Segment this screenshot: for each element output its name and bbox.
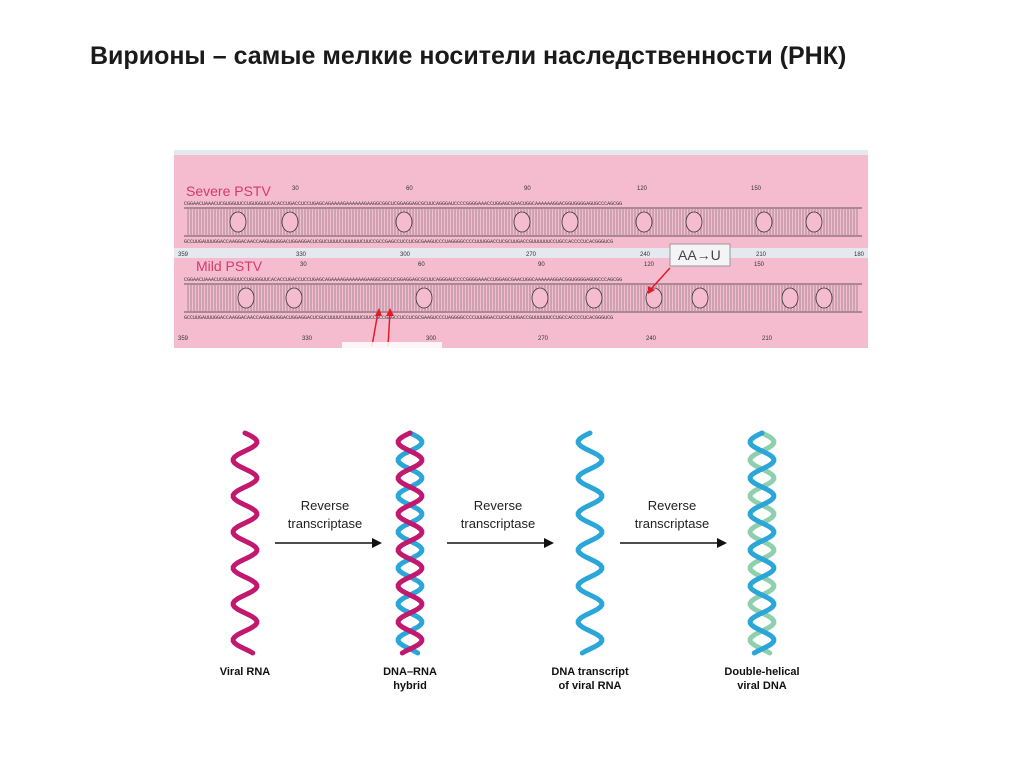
arrow-1-head [372,538,382,548]
severe-num-top: 150 [751,186,762,192]
mild-bottom-sequence: GCCUUGAUUUGGACCAAGGACAACCAAGUGUGGACUGGAG… [184,315,613,321]
mild-num-bottom: 359 [178,336,189,342]
arrow-3-label-line1: Reverse [648,498,696,513]
mild-num-top: 60 [418,262,425,268]
mild-pstv-position-numbers: 30 60 90 120 150 359 330 300 270 240 210 [178,262,773,342]
mild-num-bottom: 300 [426,336,437,342]
red-arrow-2-head [386,308,394,316]
mild-internal-loop [585,287,603,309]
reverse-transcription-diagram: Reverse transcriptase Reverse transcript… [200,425,840,715]
arrow-1-label-line1: Reverse [301,498,349,513]
severe-internal-loop [635,211,653,233]
dna-transcript-helix [575,430,605,656]
slide-title: Вирионы – самые мелкие носители наследст… [90,42,847,70]
mild-num-bottom: 210 [762,336,773,342]
stage-4-label-line2: viral DNA [737,680,787,692]
stage-4-label-line1: Double-helical [724,666,799,678]
arrow-3-head [717,538,727,548]
mild-internal-loop [415,287,433,309]
severe-internal-loop [513,211,531,233]
severe-num-top: 90 [524,186,531,192]
mutation-arrow-head [648,286,655,294]
mild-num-bottom: 270 [538,336,549,342]
mild-internal-loop [531,287,549,309]
severe-num-bottom: 359 [178,252,189,258]
arrow-2-head [544,538,554,548]
mutation-callout-label: AA→U [678,247,721,263]
stage-2-label-line1: DNA–RNA [383,666,437,678]
arrow-step-1: Reverse transcriptase [275,498,382,548]
severe-internal-loop [281,211,299,233]
mild-num-bottom: 330 [302,336,313,342]
severe-num-top: 120 [637,186,648,192]
mild-pstv-label: Mild PSTV [196,258,263,274]
severe-num-top: 60 [406,186,413,192]
arrow-step-2: Reverse transcriptase [447,498,554,548]
rna-strand [230,430,260,656]
red-arrow-2-line [387,311,391,347]
rna-strand [395,430,425,656]
stage-1-label-line1: Viral RNA [220,666,271,678]
mutation-arrow-line [649,267,671,291]
red-arrow-1-line [371,311,379,347]
severe-internal-loop [755,211,773,233]
severe-num-bottom: 240 [640,252,651,258]
stage-3-label-line2: of viral RNA [559,680,622,692]
stage-3-label-line1: DNA transcript [551,666,629,678]
severe-internal-loop [685,211,703,233]
pstv-top-band [174,150,868,155]
severe-num-bottom: 210 [756,252,767,258]
mild-internal-loop [691,287,709,309]
double-helical-dna-helix [747,430,777,656]
mild-num-top: 90 [538,262,545,268]
severe-internal-loop [395,211,413,233]
severe-pstv-label: Severe PSTV [186,183,271,199]
mild-num-top: 30 [300,262,307,268]
red-arrow-1-head [375,308,382,316]
mild-num-top: 120 [644,262,655,268]
severe-num-bottom: 180 [854,252,865,258]
faded-label-box [342,342,442,348]
severe-num-bottom: 270 [526,252,537,258]
severe-internal-loop [229,211,247,233]
mild-num-top: 150 [754,262,765,268]
mild-top-sequence: CGGAACUAAACUCGUGGUUCCUGUGGUUCACACCUGACCU… [184,277,622,283]
arrow-step-3: Reverse transcriptase [620,498,727,548]
arrow-1-label-line2: transcriptase [288,516,362,531]
severe-internal-loop [561,211,579,233]
mild-pstv-rod-structure: CGGAACUAAACUCGUGGUUCCUGUGGUUCACACCUGACCU… [184,277,862,321]
dna-strand [747,430,777,656]
mild-internal-loop [645,287,663,309]
severe-pstv-position-numbers: 30 60 90 120 150 359 330 300 270 240 210… [178,186,865,258]
mutation-callout-box [669,243,731,267]
severe-pstv-rod-structure: CGGAACUAAACUCGUGGUUCCUGUGGUUCACACCUGACCU… [184,201,862,245]
pstv-divider [174,248,868,258]
mild-internal-loop [781,287,799,309]
mild-internal-loop [285,287,303,309]
mild-internal-loop [815,287,833,309]
stage-2-label-line2: hybrid [393,680,427,692]
viral-rna-helix [230,430,260,656]
severe-internal-loop [805,211,823,233]
arrow-2-label-line2: transcriptase [461,516,535,531]
arrow-2-label-line1: Reverse [474,498,522,513]
severe-top-sequence: CGGAACUAAACUCGUGGUUCCUGUGGUUCACACCUGACCU… [184,201,622,207]
mild-num-bottom: 240 [646,336,657,342]
severe-num-bottom: 330 [296,252,307,258]
pstv-structure-svg: Severe PSTV CGGAACUAAACUCGUGGUUCCUGUGGUU… [174,150,868,348]
severe-num-top: 30 [292,186,299,192]
pstv-structure-figure: Severe PSTV CGGAACUAAACUCGUGGUUCCUGUGGUU… [174,150,868,348]
reverse-transcription-svg: Reverse transcriptase Reverse transcript… [220,430,800,692]
dna-strand [575,430,605,656]
arrow-3-label-line2: transcriptase [635,516,709,531]
severe-bottom-sequence: GCCUUGAUUUGGACCAAGGACAACCAAGUGUGGACUGGAG… [184,239,613,245]
severe-num-bottom: 300 [400,252,411,258]
dna-rna-hybrid-helix [395,430,425,656]
mild-internal-loop [237,287,255,309]
